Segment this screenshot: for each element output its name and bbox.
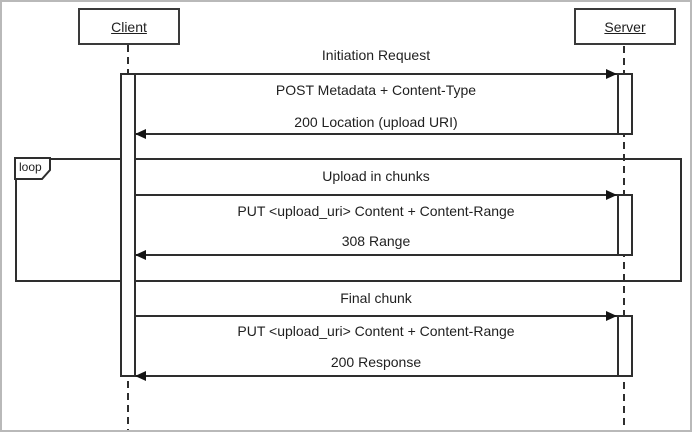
flow1-request-arrowhead-icon xyxy=(606,69,617,79)
flow3-title: Final chunk xyxy=(340,290,412,306)
server-activation-bar-3 xyxy=(617,315,633,377)
flow2-request-label: PUT <upload_uri> Content + Content-Range xyxy=(237,203,515,219)
loop-fragment-frame xyxy=(15,158,682,282)
flow2-response-arrowhead-icon xyxy=(135,250,146,260)
flow1-title: Initiation Request xyxy=(321,47,431,63)
client-activation-bar xyxy=(120,73,136,377)
server-activation-bar-1 xyxy=(617,73,633,135)
flow1-response-arrowhead-icon xyxy=(135,129,146,139)
loop-pentagon-shape xyxy=(14,157,51,180)
flow3-request-line xyxy=(135,315,617,317)
flow1-response-line xyxy=(135,133,617,135)
flow2-request-line xyxy=(135,194,617,196)
flow1-response-label: 200 Location (upload URI) xyxy=(294,114,458,130)
flow3-response-line xyxy=(135,375,617,377)
loop-operator-text: loop xyxy=(19,160,42,174)
loop-fragment-label: loop xyxy=(14,157,52,181)
actor-label-client: Client xyxy=(111,18,147,35)
actor-box-client: Client xyxy=(78,8,180,45)
flow3-request-arrowhead-icon xyxy=(606,311,617,321)
flow2-title: Upload in chunks xyxy=(322,168,430,184)
flow2-response-label: 308 Range xyxy=(341,233,411,249)
flow1-request-label: POST Metadata + Content-Type xyxy=(275,82,477,98)
flow3-request-label: PUT <upload_uri> Content + Content-Range xyxy=(237,323,515,339)
flow2-request-arrowhead-icon xyxy=(606,190,617,200)
flow1-request-line xyxy=(135,73,617,75)
flow2-response-line xyxy=(135,254,617,256)
flow3-response-arrowhead-icon xyxy=(135,371,146,381)
flow3-response-label: 200 Response xyxy=(330,354,422,370)
server-activation-bar-2 xyxy=(617,194,633,256)
actor-box-server: Server xyxy=(574,8,676,45)
actor-label-server: Server xyxy=(604,18,646,35)
